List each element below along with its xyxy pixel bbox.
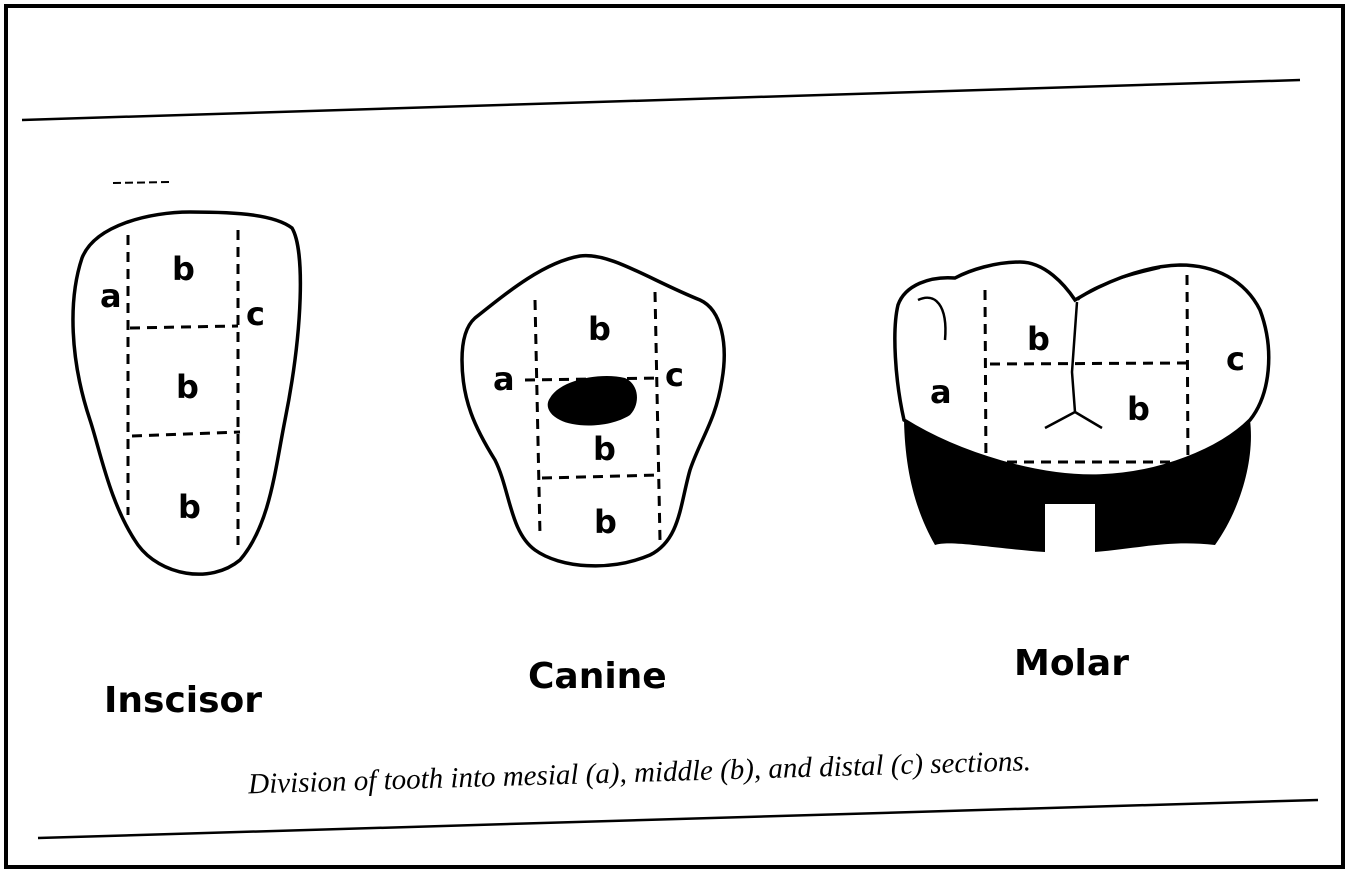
molar-outline xyxy=(895,262,1269,476)
incisor-name: Inscisor xyxy=(104,680,262,721)
canine-label-b2: b xyxy=(593,430,616,468)
molar-label-c: c xyxy=(1226,340,1245,378)
incisor-label-b3: b xyxy=(178,488,201,526)
top-rule xyxy=(22,80,1300,120)
molar-label-a: a xyxy=(930,373,952,411)
incisor-label-b2: b xyxy=(176,368,199,406)
incisor-label-c: c xyxy=(246,295,265,333)
molar-name: Molar xyxy=(1014,643,1129,684)
bottom-rule xyxy=(38,800,1318,838)
incisor-label-a: a xyxy=(100,277,122,315)
molar-drawing: b a b c xyxy=(895,262,1269,552)
canine-label-b1: b xyxy=(588,310,611,348)
canine-label-b3: b xyxy=(594,503,617,541)
figure-caption: Division of tooth into mesial (a), middl… xyxy=(247,745,1032,800)
molar-label-b1: b xyxy=(1027,320,1050,358)
molar-white-patch xyxy=(1045,504,1095,552)
stray-mark xyxy=(113,182,170,183)
canine-label-a: a xyxy=(493,360,515,398)
incisor-drawing: a b b b c xyxy=(73,212,300,574)
canine-label-c: c xyxy=(665,356,684,394)
canine-name: Canine xyxy=(528,656,667,697)
molar-label-b2: b xyxy=(1127,390,1150,428)
incisor-label-b1: b xyxy=(172,250,195,288)
canine-drawing: b a c b b xyxy=(462,256,724,566)
